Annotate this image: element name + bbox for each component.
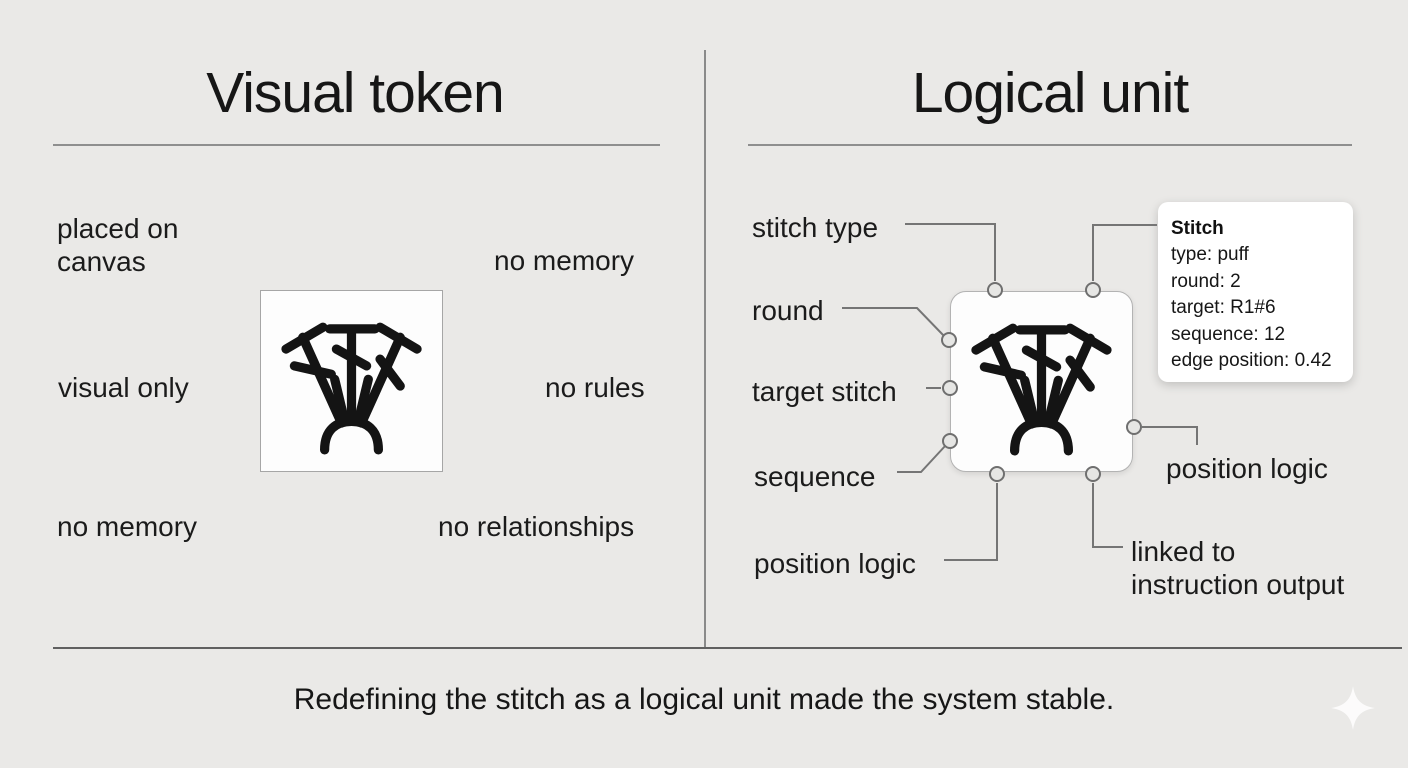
connector-round xyxy=(842,307,946,338)
connector-card-link xyxy=(1092,224,1157,281)
label-placed-on-canvas: placed on canvas xyxy=(57,213,179,277)
label-no-relationships: no relationships xyxy=(438,511,635,542)
callout-position-logic-bottom: position logic xyxy=(754,548,916,579)
callout-stitch-type: stitch type xyxy=(752,212,879,243)
connector-sequence xyxy=(897,444,947,473)
logical-unit-box xyxy=(950,291,1133,472)
card-row-type: type: puff xyxy=(1171,244,1249,265)
connector-stitch-type xyxy=(905,223,996,281)
left-panel-title: Visual token xyxy=(206,61,505,125)
connector-linked-to xyxy=(1092,483,1123,548)
caption: Redefining the stitch as a logical unit … xyxy=(293,683,1115,716)
card-row-target: target: R1#6 xyxy=(1171,297,1276,318)
puff-stitch-icon xyxy=(281,322,422,455)
bottom-rule xyxy=(53,647,1402,649)
callout-linked-to-instruction-output: linked to instruction output xyxy=(1131,536,1345,600)
left-title-underline xyxy=(53,144,660,146)
puff-stitch-icon xyxy=(971,323,1112,456)
callout-position-logic-right: position logic xyxy=(1166,453,1328,484)
label-no-memory-top: no memory xyxy=(494,245,635,276)
connector-position-logic-bottom xyxy=(944,483,998,561)
card-row-edge-position: edge position: 0.42 xyxy=(1171,350,1332,371)
stitch-property-card: Stitch type: puff round: 2 target: R1#6 … xyxy=(1158,202,1353,382)
callout-sequence: sequence xyxy=(754,461,876,492)
visual-token-box xyxy=(260,290,443,472)
label-visual-only: visual only xyxy=(58,372,189,403)
right-title-underline xyxy=(748,144,1352,146)
right-panel-title: Logical unit xyxy=(911,61,1189,125)
panel-divider xyxy=(704,50,706,648)
callout-target-stitch: target stitch xyxy=(752,376,897,407)
card-row-round: round: 2 xyxy=(1171,270,1241,292)
sparkle-icon xyxy=(1331,686,1375,730)
label-no-rules: no rules xyxy=(545,372,645,403)
card-title: Stitch xyxy=(1171,218,1224,239)
label-no-memory-bottom: no memory xyxy=(57,511,198,542)
card-row-sequence: sequence: 12 xyxy=(1171,323,1286,345)
callout-round: round xyxy=(752,295,824,326)
connector-position-logic-right xyxy=(1142,426,1198,445)
